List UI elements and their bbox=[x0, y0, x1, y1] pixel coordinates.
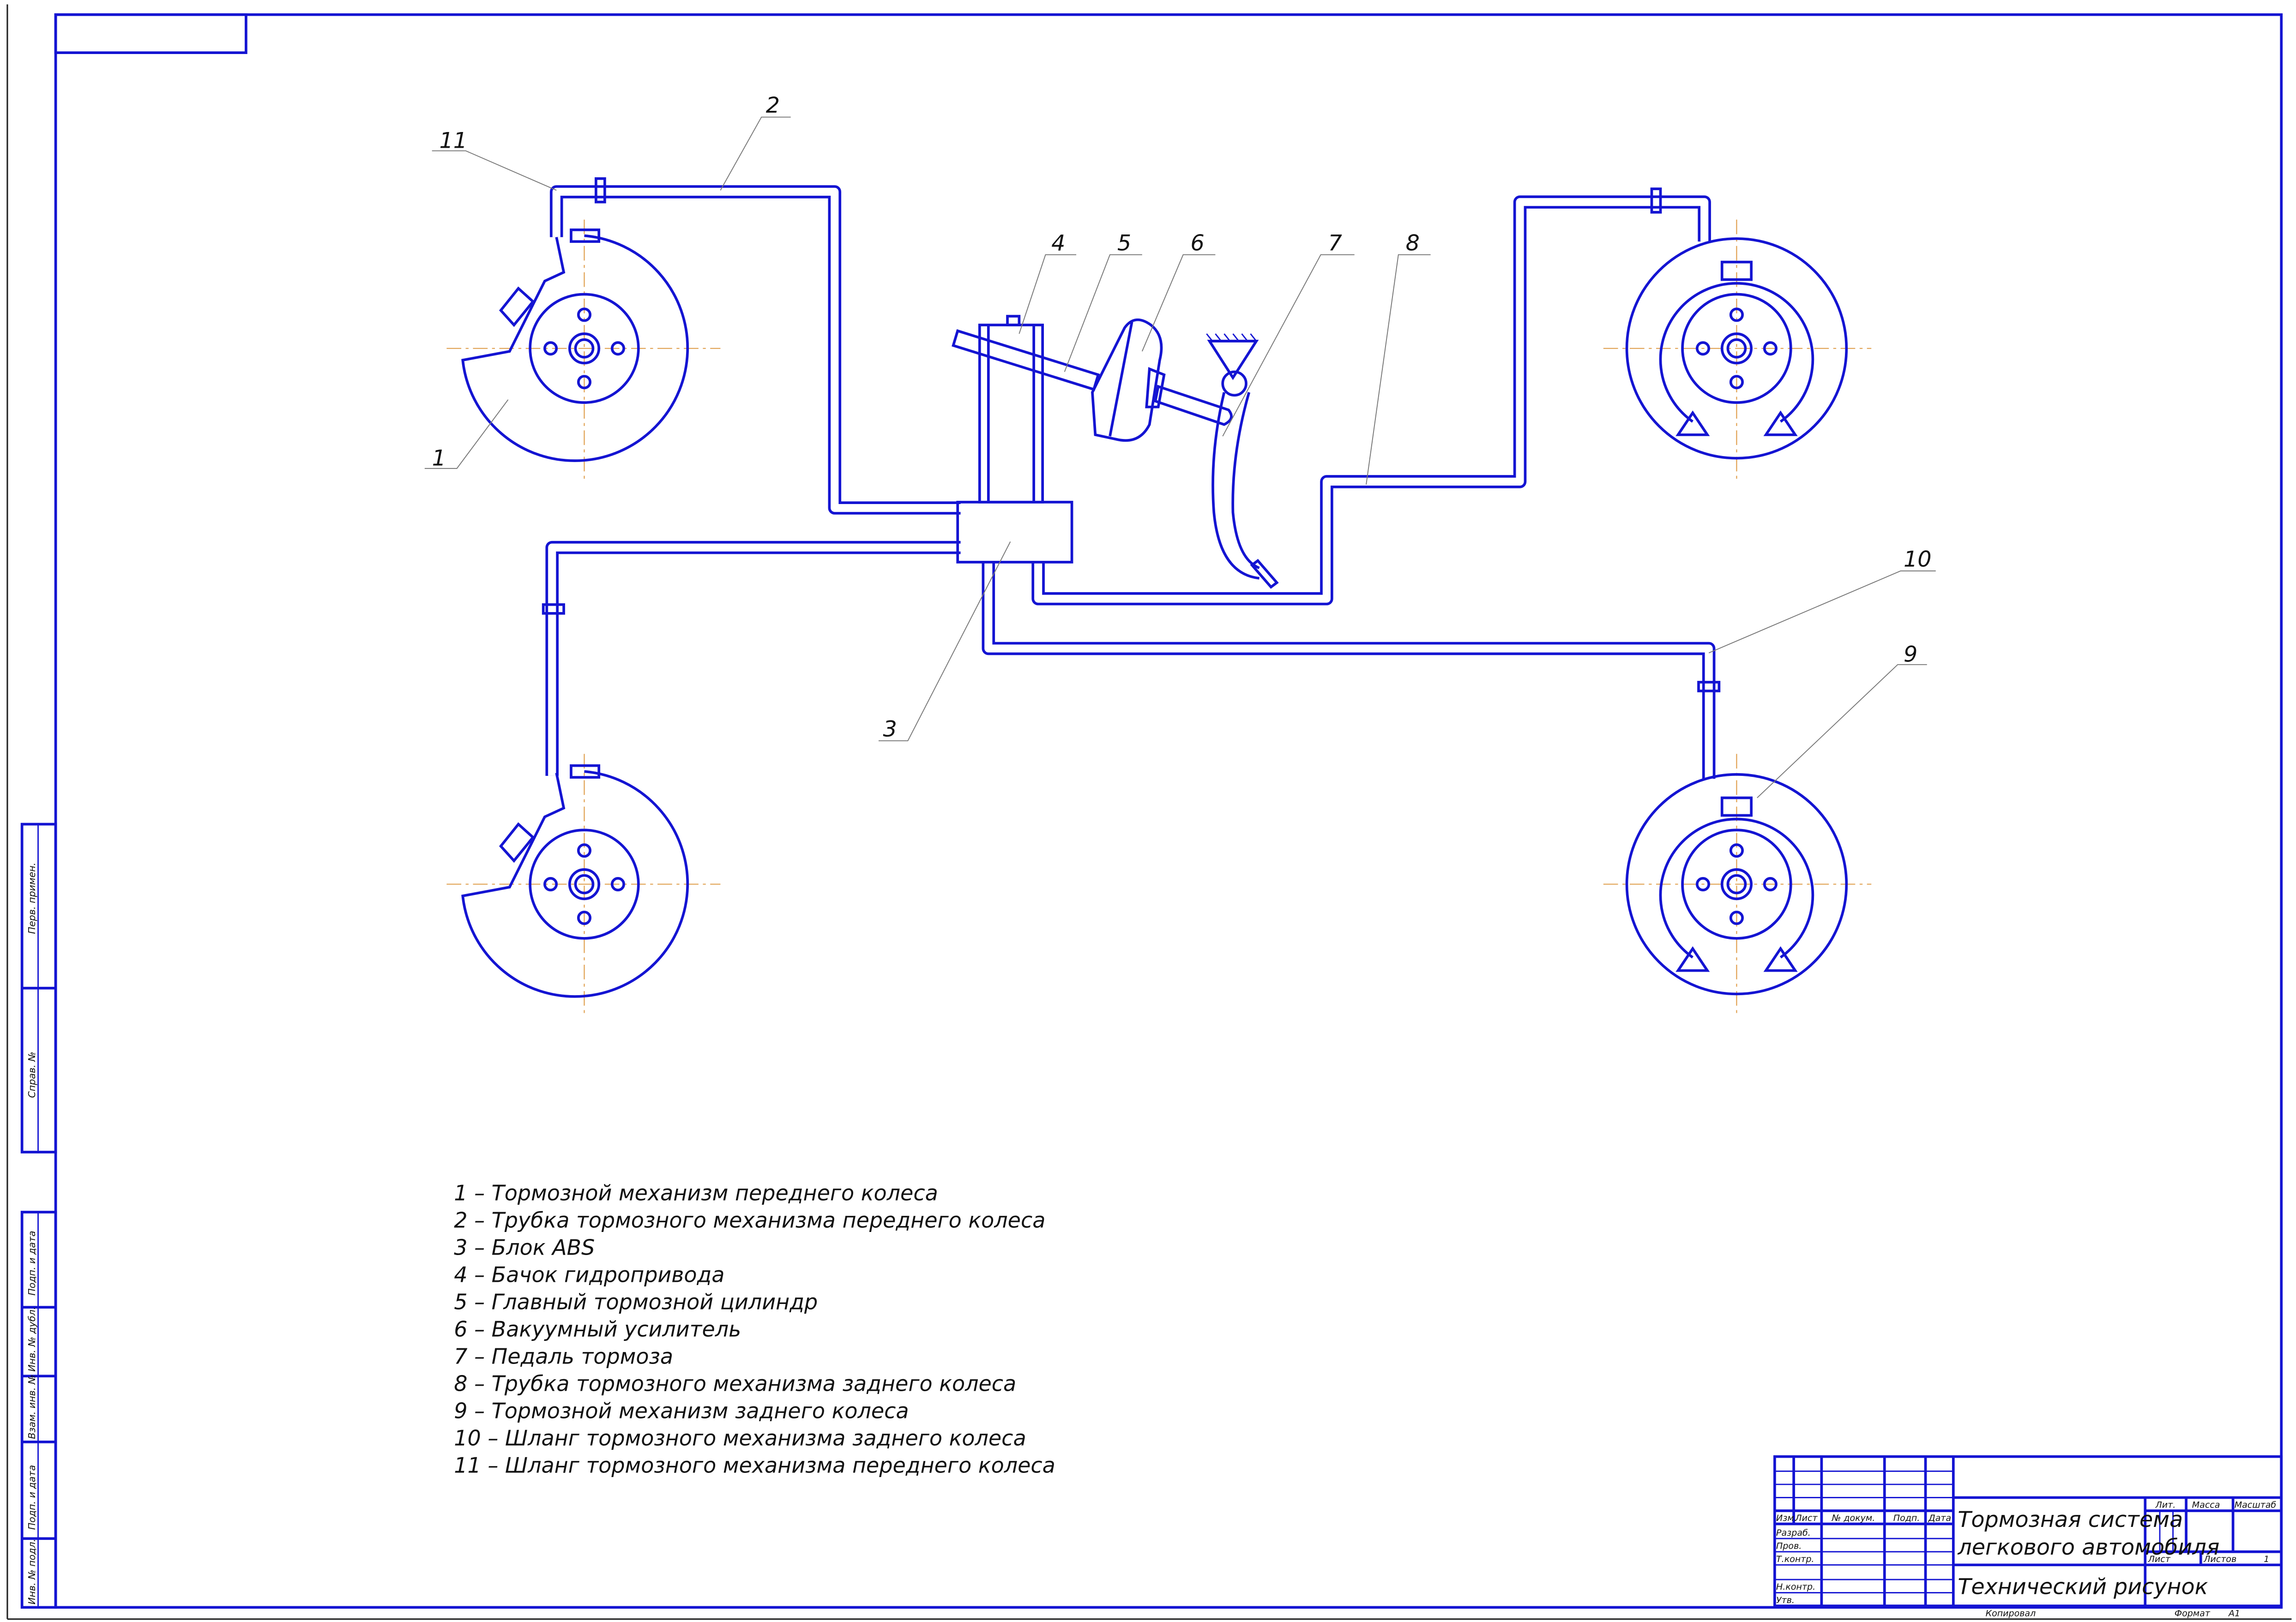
header-doc: № докум. bbox=[1832, 1513, 1875, 1523]
header-list: Лист bbox=[1795, 1513, 1818, 1523]
legend-item: 2 – Трубка тормозного механизма переднег… bbox=[454, 1208, 1045, 1233]
callout-11: 11 bbox=[440, 128, 468, 153]
callout-9: 9 bbox=[1904, 642, 1917, 667]
legend-item: 7 – Педаль тормоза bbox=[454, 1344, 673, 1369]
callout-3: 3 bbox=[883, 716, 897, 742]
callout-8: 8 bbox=[1406, 230, 1420, 256]
brake-pedal bbox=[1206, 333, 1279, 589]
legend-item: 10 – Шланг тормозного механизма заднего … bbox=[454, 1426, 1026, 1451]
stamp-label: Подп. и дата bbox=[26, 1231, 37, 1295]
legend-item: 4 – Бачок гидропривода bbox=[454, 1262, 724, 1287]
drawing-title-line2: легкового автомобиля bbox=[1957, 1535, 2219, 1560]
header-date: Дата bbox=[1928, 1513, 1951, 1523]
callouts: 11 2 4 5 6 7 8 1 3 10 9 bbox=[424, 93, 1936, 799]
stamp-label: Перв. примен. bbox=[26, 863, 37, 934]
sheets-label: Листов bbox=[2203, 1554, 2236, 1564]
document-type: Технический рисунок bbox=[1958, 1574, 2208, 1600]
callout-6: 6 bbox=[1190, 230, 1204, 256]
role-checker: Пров. bbox=[1776, 1541, 1802, 1551]
scale-label: Масштаб bbox=[2235, 1500, 2277, 1510]
side-stamps: Перв. примен. Справ. № Подп. и дата Инв.… bbox=[20, 823, 57, 1609]
callout-4: 4 bbox=[1051, 230, 1065, 256]
format-label: Формат bbox=[2175, 1608, 2211, 1618]
legend: 1 – Тормозной механизм переднего колеса … bbox=[454, 1181, 1055, 1478]
role-developer: Разраб. bbox=[1776, 1528, 1811, 1538]
callout-2: 2 bbox=[766, 93, 780, 118]
front-left-brake bbox=[463, 230, 687, 461]
drawing-title-line1: Тормозная система bbox=[1958, 1507, 2183, 1532]
center-lines bbox=[446, 219, 1872, 1018]
stamp-label: Подп. и дата bbox=[26, 1465, 37, 1530]
legend-item: 1 – Тормозной механизм переднего колеса bbox=[454, 1181, 938, 1206]
stamp-label: Взам. инв. № bbox=[26, 1375, 37, 1439]
role-approved: Утв. bbox=[1776, 1595, 1795, 1605]
stamp-label: Справ. № bbox=[26, 1051, 37, 1098]
header-sign: Подп. bbox=[1893, 1513, 1920, 1523]
legend-item: 11 – Шланг тормозного механизма переднег… bbox=[454, 1453, 1055, 1478]
callout-5: 5 bbox=[1117, 230, 1131, 256]
stamp-label: Инв. № дубл. bbox=[26, 1307, 37, 1372]
legend-item: 8 – Трубка тормозного механизма заднего … bbox=[454, 1371, 1016, 1396]
sheets-value: 1 bbox=[2264, 1554, 2269, 1564]
stamp-label: Инв. № подл. bbox=[26, 1539, 37, 1604]
abs-block bbox=[956, 500, 1073, 564]
legend-item: 5 – Главный тормозной цилиндр bbox=[454, 1290, 818, 1315]
mass-label: Масса bbox=[2192, 1500, 2220, 1510]
brake-pipes bbox=[542, 177, 1721, 779]
callout-1: 1 bbox=[432, 446, 446, 471]
legend-item: 3 – Блок ABS bbox=[454, 1235, 595, 1260]
copied-label: Копировал bbox=[1986, 1608, 2036, 1618]
callout-7: 7 bbox=[1328, 230, 1342, 256]
role-tech-control: Т.контр. bbox=[1776, 1554, 1814, 1564]
legend-item: 9 – Тормозной механизм заднего колеса bbox=[454, 1399, 909, 1424]
legend-item: 6 – Вакуумный усилитель bbox=[454, 1317, 741, 1342]
title-block: Изм. Лист № докум. Подп. Дата Разраб. Пр… bbox=[1773, 1455, 2283, 1618]
format-value: A1 bbox=[2228, 1608, 2240, 1618]
sheet-label: Лист bbox=[2148, 1554, 2171, 1564]
header-izm: Изм. bbox=[1776, 1513, 1797, 1523]
top-corner-box bbox=[54, 13, 247, 54]
callout-10: 10 bbox=[1904, 547, 1932, 572]
master-cylinder-assembly bbox=[952, 315, 1233, 564]
lit-label: Лит. bbox=[2155, 1500, 2175, 1510]
drawing-frame bbox=[54, 13, 2283, 1609]
front-right-brake bbox=[463, 766, 687, 997]
role-norm-control: Н.контр. bbox=[1776, 1582, 1815, 1592]
